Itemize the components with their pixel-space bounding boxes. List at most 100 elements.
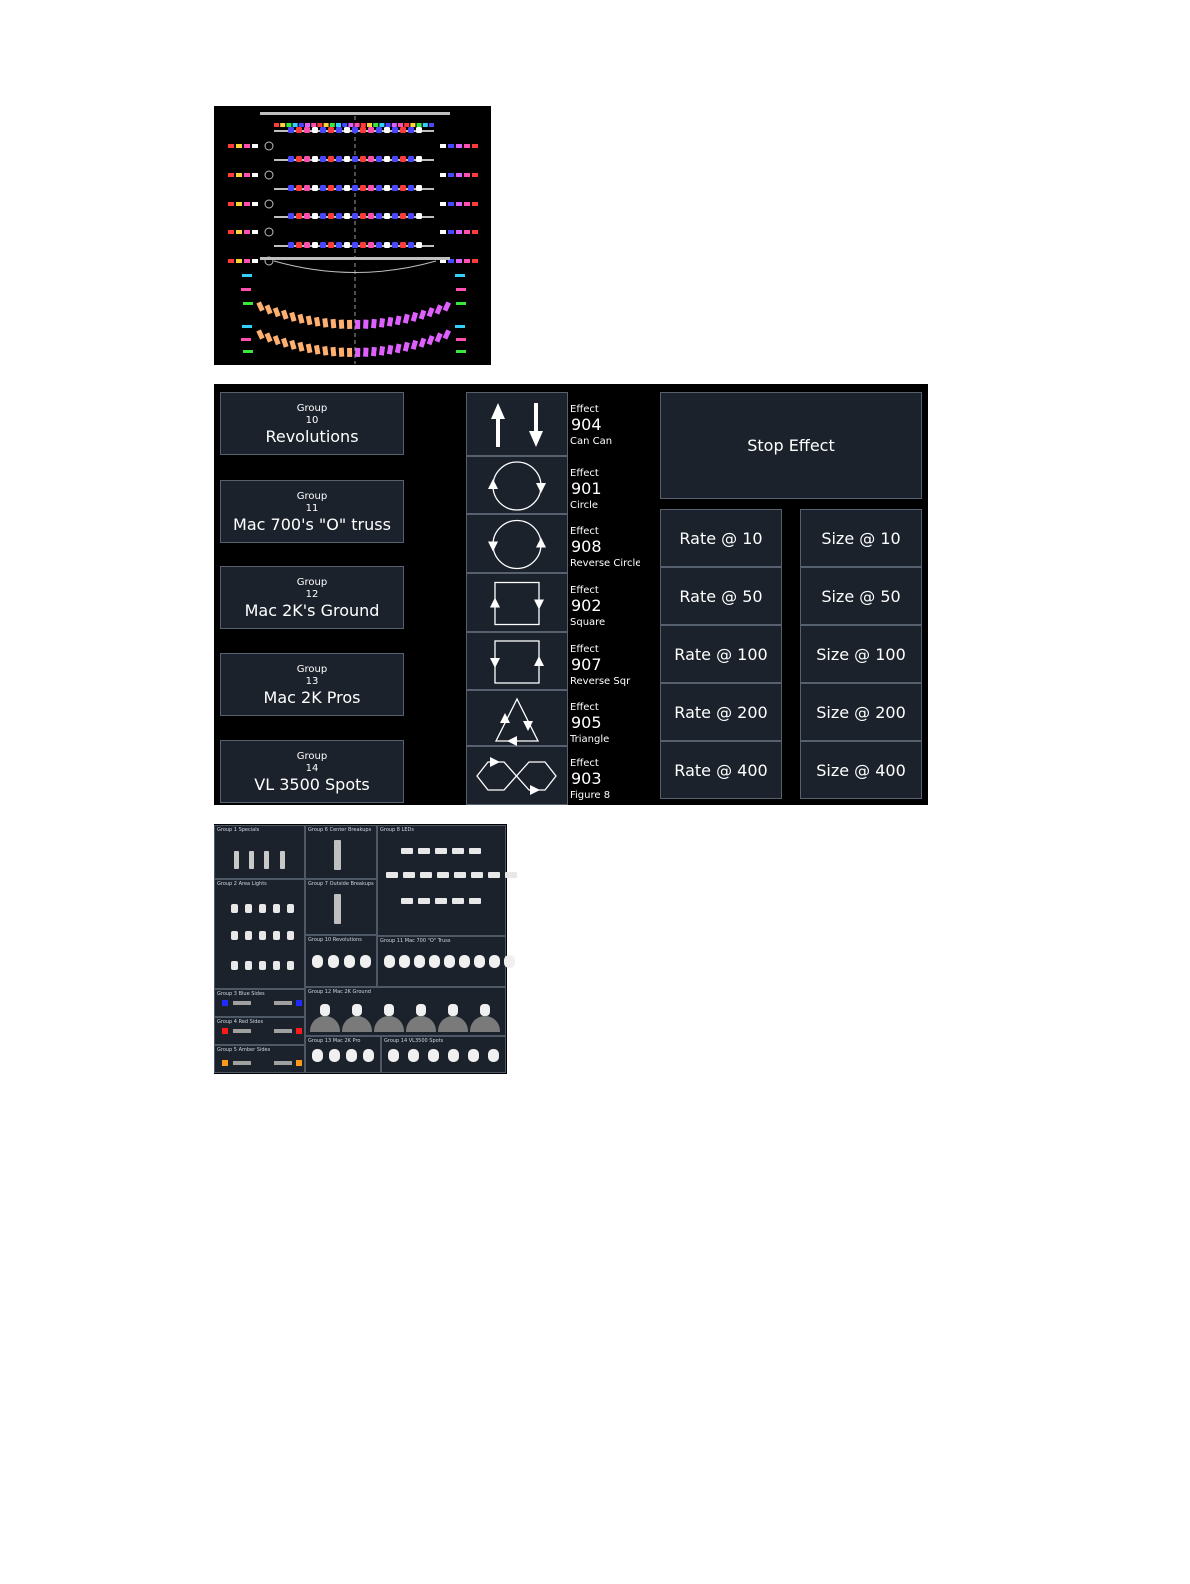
fixture-foh[interactable]	[370, 346, 377, 357]
fixture-foh[interactable]	[338, 347, 345, 357]
fixture-led[interactable]	[452, 898, 464, 904]
fixture-side-right[interactable]	[472, 259, 478, 263]
fixture-side-right[interactable]	[456, 173, 462, 177]
fixture-led[interactable]	[354, 123, 360, 127]
effect-button-902[interactable]	[466, 573, 568, 632]
fixture-unit[interactable]	[400, 242, 406, 248]
fixture-foh[interactable]	[434, 304, 443, 315]
fixture-led[interactable]	[401, 848, 413, 854]
fixture-breakup[interactable]	[334, 894, 341, 924]
fixture-side-right[interactable]	[448, 144, 454, 148]
fixture-side-left[interactable]	[252, 259, 258, 263]
fixture-side-right[interactable]	[456, 202, 462, 206]
fixture-unit[interactable]	[336, 156, 342, 162]
fixture-side-right[interactable]	[440, 230, 446, 234]
fixture-area[interactable]	[245, 904, 252, 913]
fixture-unit[interactable]	[344, 185, 350, 191]
fixture-unit[interactable]	[384, 185, 390, 191]
fixture-unit[interactable]	[408, 242, 414, 248]
fixture-foh[interactable]	[426, 307, 435, 318]
fixture-led[interactable]	[317, 123, 323, 127]
group-cell[interactable]: Group 11 Mac 700 "O" Truss	[377, 936, 506, 987]
fixture-foh[interactable]	[305, 343, 313, 354]
fixture-led[interactable]	[367, 123, 372, 127]
size-button-100[interactable]: Size @ 100	[800, 625, 922, 683]
fixture-mac2k[interactable]	[480, 1004, 490, 1016]
fixture-unit[interactable]	[376, 156, 382, 162]
fixture-foh[interactable]	[410, 339, 419, 350]
fixture-mac700[interactable]	[504, 955, 515, 968]
fixture-mac2k[interactable]	[320, 1004, 330, 1016]
fixture-unit[interactable]	[304, 213, 310, 219]
fixture-side-color-left[interactable]	[222, 1000, 228, 1006]
group-cell[interactable]: Group 1 Specials	[214, 825, 305, 879]
fixture-led[interactable]	[292, 123, 298, 127]
fixture-foh[interactable]	[394, 315, 402, 326]
fixture-side-left[interactable]	[236, 173, 242, 177]
fixture-mac2k-beam[interactable]	[438, 1016, 468, 1032]
fixture-side-right[interactable]	[448, 230, 454, 234]
fixture-unit[interactable]	[384, 242, 390, 248]
fixture-led[interactable]	[437, 872, 449, 878]
fixture-unit[interactable]	[400, 185, 406, 191]
fixture-led[interactable]	[280, 123, 286, 127]
fixture-unit[interactable]	[344, 156, 350, 162]
fixture-led[interactable]	[469, 848, 481, 854]
fixture-area[interactable]	[273, 961, 280, 970]
fixture-side-right[interactable]	[440, 259, 446, 263]
fixture-box-left[interactable]	[241, 338, 251, 341]
fixture-unit[interactable]	[376, 242, 382, 248]
fixture-led[interactable]	[360, 123, 366, 127]
fixture-unit[interactable]	[360, 213, 366, 219]
fixture-unit[interactable]	[352, 185, 358, 191]
fixture-mac2k[interactable]	[352, 1004, 362, 1016]
fixture-area[interactable]	[273, 931, 280, 940]
fixture-unit[interactable]	[408, 213, 414, 219]
size-button-50[interactable]: Size @ 50	[800, 567, 922, 625]
fixture-side-right[interactable]	[456, 144, 462, 148]
fixture-foh[interactable]	[434, 332, 443, 343]
fixture-unit[interactable]	[416, 213, 422, 219]
fixture-side-left[interactable]	[244, 259, 250, 263]
effect-button-907[interactable]	[466, 632, 568, 690]
fixture-side-right[interactable]	[456, 230, 462, 234]
fixture-foh[interactable]	[442, 329, 451, 340]
fixture-led[interactable]	[342, 123, 348, 127]
fixture-box-right[interactable]	[456, 338, 466, 341]
fixture-side-right[interactable]	[448, 259, 454, 263]
fixture-foh[interactable]	[272, 335, 281, 346]
group-cell[interactable]: Group 8 LEDs	[377, 825, 506, 936]
fixture-led[interactable]	[401, 898, 413, 904]
fixture-area[interactable]	[287, 904, 294, 913]
fixture-unit[interactable]	[312, 185, 318, 191]
fixture-side-body-left[interactable]	[233, 1029, 251, 1033]
fixture-unit[interactable]	[328, 185, 334, 191]
fixture-unit[interactable]	[312, 127, 318, 133]
fixture-unit[interactable]	[360, 242, 366, 248]
group-cell[interactable]: Group 7 Outside Breakups	[305, 879, 377, 935]
fixture-foh[interactable]	[402, 313, 410, 324]
fixture-revolution[interactable]	[328, 955, 339, 968]
fixture-unit[interactable]	[328, 127, 334, 133]
fixture-side-right[interactable]	[464, 173, 470, 177]
fixture-mac700[interactable]	[444, 955, 455, 968]
fixture-foh[interactable]	[322, 346, 329, 356]
fixture-unit[interactable]	[336, 242, 342, 248]
fixture-foh[interactable]	[347, 347, 353, 358]
fixture-unit[interactable]	[368, 185, 374, 191]
fixture-unit[interactable]	[416, 242, 422, 248]
fixture-side-right[interactable]	[440, 202, 446, 206]
fixture-unit[interactable]	[376, 185, 382, 191]
fixture-unit[interactable]	[352, 242, 358, 248]
fixture-area[interactable]	[259, 904, 266, 913]
fixture-side-right[interactable]	[472, 202, 478, 206]
fixture-mac700[interactable]	[489, 955, 500, 968]
fixture-area[interactable]	[259, 961, 266, 970]
fixture-box-left[interactable]	[243, 350, 253, 353]
fixture-unit[interactable]	[408, 185, 414, 191]
fixture-unit[interactable]	[304, 156, 310, 162]
fixture-revolution[interactable]	[312, 955, 323, 968]
fixture-unit[interactable]	[296, 185, 302, 191]
fixture-unit[interactable]	[352, 156, 358, 162]
